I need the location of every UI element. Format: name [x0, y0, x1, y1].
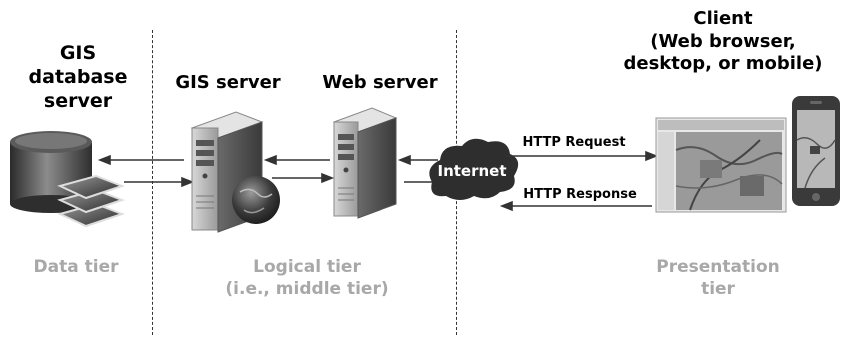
web-server-icon — [332, 107, 398, 219]
http-response-label: HTTP Response — [523, 187, 637, 202]
browser-window-icon — [655, 117, 787, 213]
gis-web-arrows — [263, 154, 335, 184]
internet-label: Internet — [437, 162, 506, 180]
gis-server-label: GIS server — [175, 72, 281, 93]
mobile-phone-icon — [792, 96, 840, 206]
web-internet-arrows — [397, 154, 438, 183]
globe-icon — [232, 176, 280, 224]
web-server-label: Web server — [322, 72, 438, 93]
http-arrows — [499, 150, 659, 212]
logical-tier-label: Logical tier (i.e., middle tier) — [225, 257, 389, 300]
data-tier-label: Data tier — [33, 257, 119, 277]
database-icon — [10, 131, 92, 213]
db-gis-arrows — [97, 154, 195, 188]
presentation-tier-label: Presentation tier — [656, 257, 780, 300]
client-label: Client (Web browser, desktop, or mobile) — [623, 8, 823, 74]
http-request-label: HTTP Request — [522, 135, 625, 150]
gis-layers-icon — [57, 174, 125, 228]
gis-database-server-label: GIS database server — [28, 42, 128, 112]
internet-cloud-icon: Internet — [429, 138, 519, 200]
